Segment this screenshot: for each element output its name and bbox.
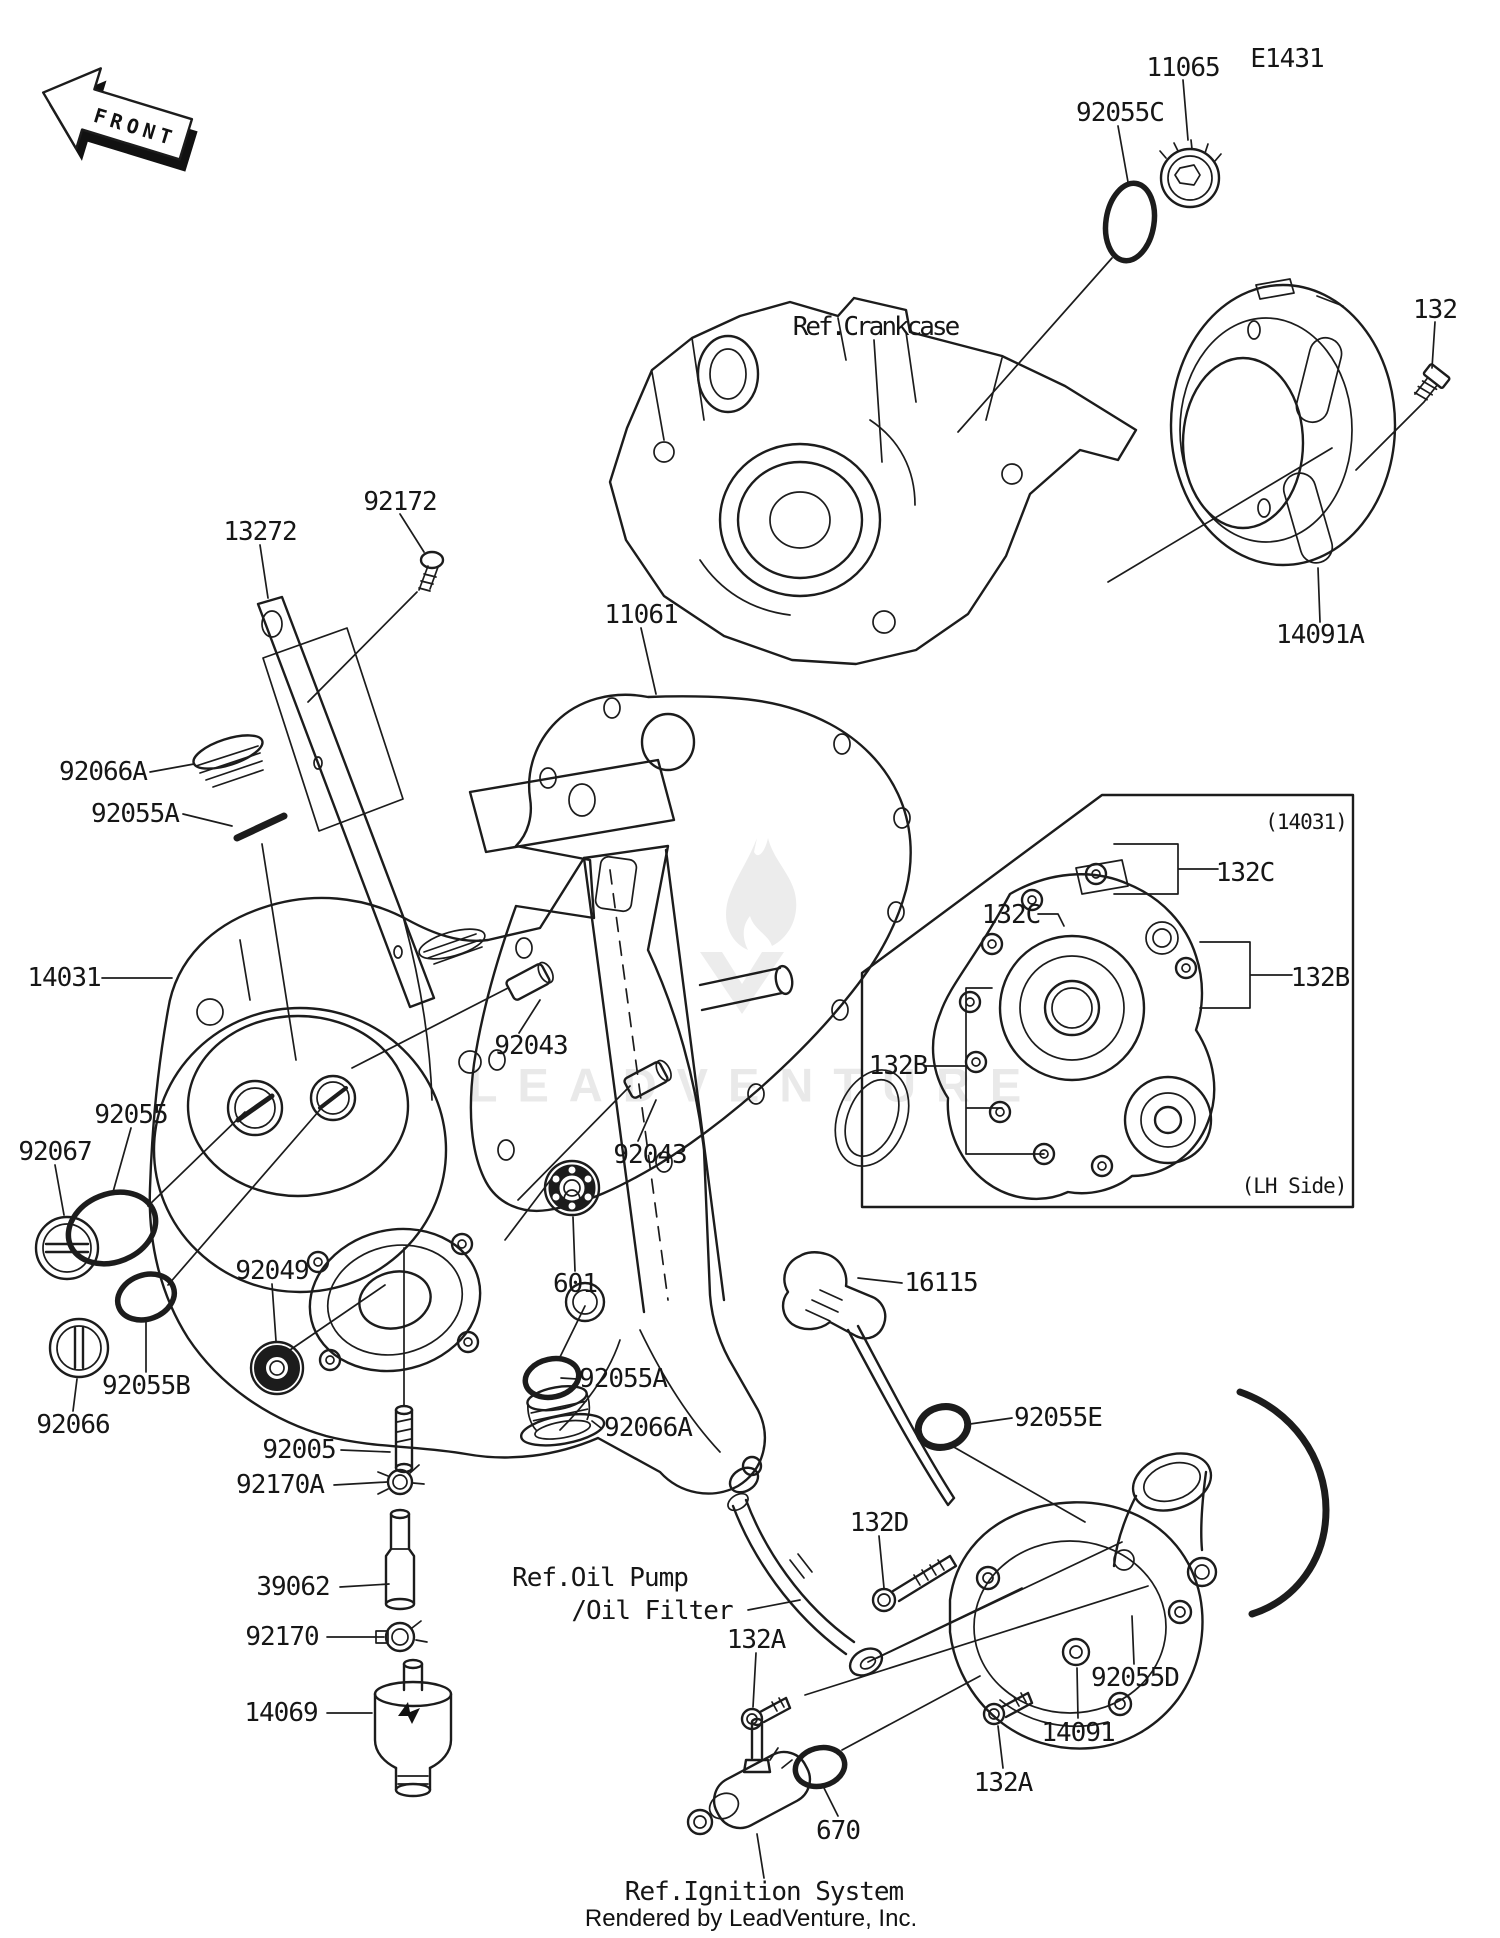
part-label-ref-ignition: Ref.Ignition System xyxy=(624,1877,904,1907)
part-label-14031: 14031 xyxy=(27,963,101,993)
screw-92172 xyxy=(418,550,445,592)
bolt-132d xyxy=(871,1554,958,1613)
part-label-132: 132 xyxy=(1413,295,1458,325)
tube-39062 xyxy=(384,1508,416,1611)
clamp-92170a xyxy=(377,1464,425,1496)
part-label-92055: 92055 xyxy=(94,1100,168,1130)
part-label-92172: 92172 xyxy=(363,487,437,517)
part-label-ref-crankcase: Ref.Crankcase xyxy=(792,312,960,342)
ignition-sensor xyxy=(686,1717,812,1836)
cap-92067 xyxy=(34,1215,100,1281)
part-label-92055c: 92055C xyxy=(1076,98,1165,128)
oring-92055e xyxy=(914,1403,972,1451)
part-label-92043-1: 92043 xyxy=(494,1031,568,1061)
dipstick-16115 xyxy=(781,1251,956,1507)
stud-92005 xyxy=(394,1404,414,1474)
part-label-92066a-2: 92066A xyxy=(604,1413,693,1443)
stay-13272 xyxy=(256,595,436,1009)
seal-92055a-1 xyxy=(233,812,288,842)
dowel-92043-2 xyxy=(623,1059,672,1099)
oil-seal-92049 xyxy=(249,1340,305,1396)
clamp-92170 xyxy=(375,1620,428,1653)
part-label-ref-oil-pump: Ref.Oil Pump xyxy=(512,1563,689,1593)
part-label-92066: 92066 xyxy=(36,1410,110,1440)
breather-14069 xyxy=(373,1658,453,1798)
part-label-92055e: 92055E xyxy=(1014,1403,1103,1433)
part-label-601: 601 xyxy=(553,1269,598,1299)
part-label-92055d: 92055D xyxy=(1091,1663,1180,1693)
part-label-92043-2: 92043 xyxy=(613,1140,687,1170)
part-label-11061: 11061 xyxy=(604,600,678,630)
part-label-11065: 11065 xyxy=(1146,53,1220,83)
part-label-39062: 39062 xyxy=(256,1572,330,1602)
part-label-ref-oil-filter: /Oil Filter xyxy=(571,1596,733,1626)
oring-92055 xyxy=(65,1189,159,1267)
cap-92066a-1 xyxy=(192,734,264,788)
part-label-92055a-1: 92055A xyxy=(91,799,180,829)
part-label-16115: 16115 xyxy=(904,1268,978,1298)
oring-92055b xyxy=(114,1271,178,1323)
part-label-inset-title: (14031) xyxy=(1265,810,1348,834)
gasket-11061 xyxy=(469,693,912,1213)
oring-670 xyxy=(792,1744,848,1790)
bolt-132 xyxy=(1413,363,1451,403)
part-label-92170: 92170 xyxy=(245,1622,319,1652)
part-label-92055b: 92055B xyxy=(102,1371,191,1401)
crankcase xyxy=(608,296,1138,666)
front-arrow-icon xyxy=(42,67,198,172)
part-label-92055a-2: 92055A xyxy=(579,1364,668,1394)
part-label-132b-right: 132B xyxy=(1290,963,1351,993)
part-label-132c-right: 132C xyxy=(1215,858,1276,888)
leader-lines xyxy=(54,79,1436,1879)
oil-pipe xyxy=(727,1455,884,1677)
part-label-14091: 14091 xyxy=(1041,1718,1115,1748)
part-label-670: 670 xyxy=(816,1816,861,1846)
footer-credit: Rendered by LeadVenture, Inc. xyxy=(584,1905,918,1932)
oring-92055c xyxy=(1102,180,1158,264)
watermark-logo-icon xyxy=(700,838,797,1014)
part-label-13272: 13272 xyxy=(223,517,297,547)
part-label-92066a-1: 92066A xyxy=(59,757,148,787)
part-label-14069: 14069 xyxy=(244,1698,318,1728)
part-label-e1431: E1431 xyxy=(1250,44,1324,74)
part-label-14091a: 14091A xyxy=(1276,620,1365,650)
cap-11065 xyxy=(1159,139,1222,209)
part-label-92005: 92005 xyxy=(262,1435,336,1465)
inset-box xyxy=(860,793,1355,1209)
part-label-92067: 92067 xyxy=(18,1137,92,1167)
oring-92055d xyxy=(1236,1388,1330,1618)
bolt-132a-2 xyxy=(982,1691,1034,1726)
part-label-92170a: 92170A xyxy=(236,1470,325,1500)
cover-14031 xyxy=(148,758,794,1495)
plate-14091a xyxy=(1169,278,1397,567)
part-label-132a-2: 132A xyxy=(973,1768,1034,1798)
dowel-92043-1 xyxy=(505,961,554,1001)
part-label-132d: 132D xyxy=(849,1508,910,1538)
oring-92055a-2 xyxy=(522,1355,582,1401)
part-label-132a-1: 132A xyxy=(726,1625,787,1655)
part-label-92049: 92049 xyxy=(235,1256,309,1286)
plug-92066a-2 xyxy=(519,1385,606,1447)
cap-92066 xyxy=(48,1317,110,1379)
part-label-lh-side: (LH Side) xyxy=(1241,1174,1348,1198)
part-label-132b-left: 132B xyxy=(868,1051,929,1081)
part-label-132c-left: 132C xyxy=(981,900,1042,930)
